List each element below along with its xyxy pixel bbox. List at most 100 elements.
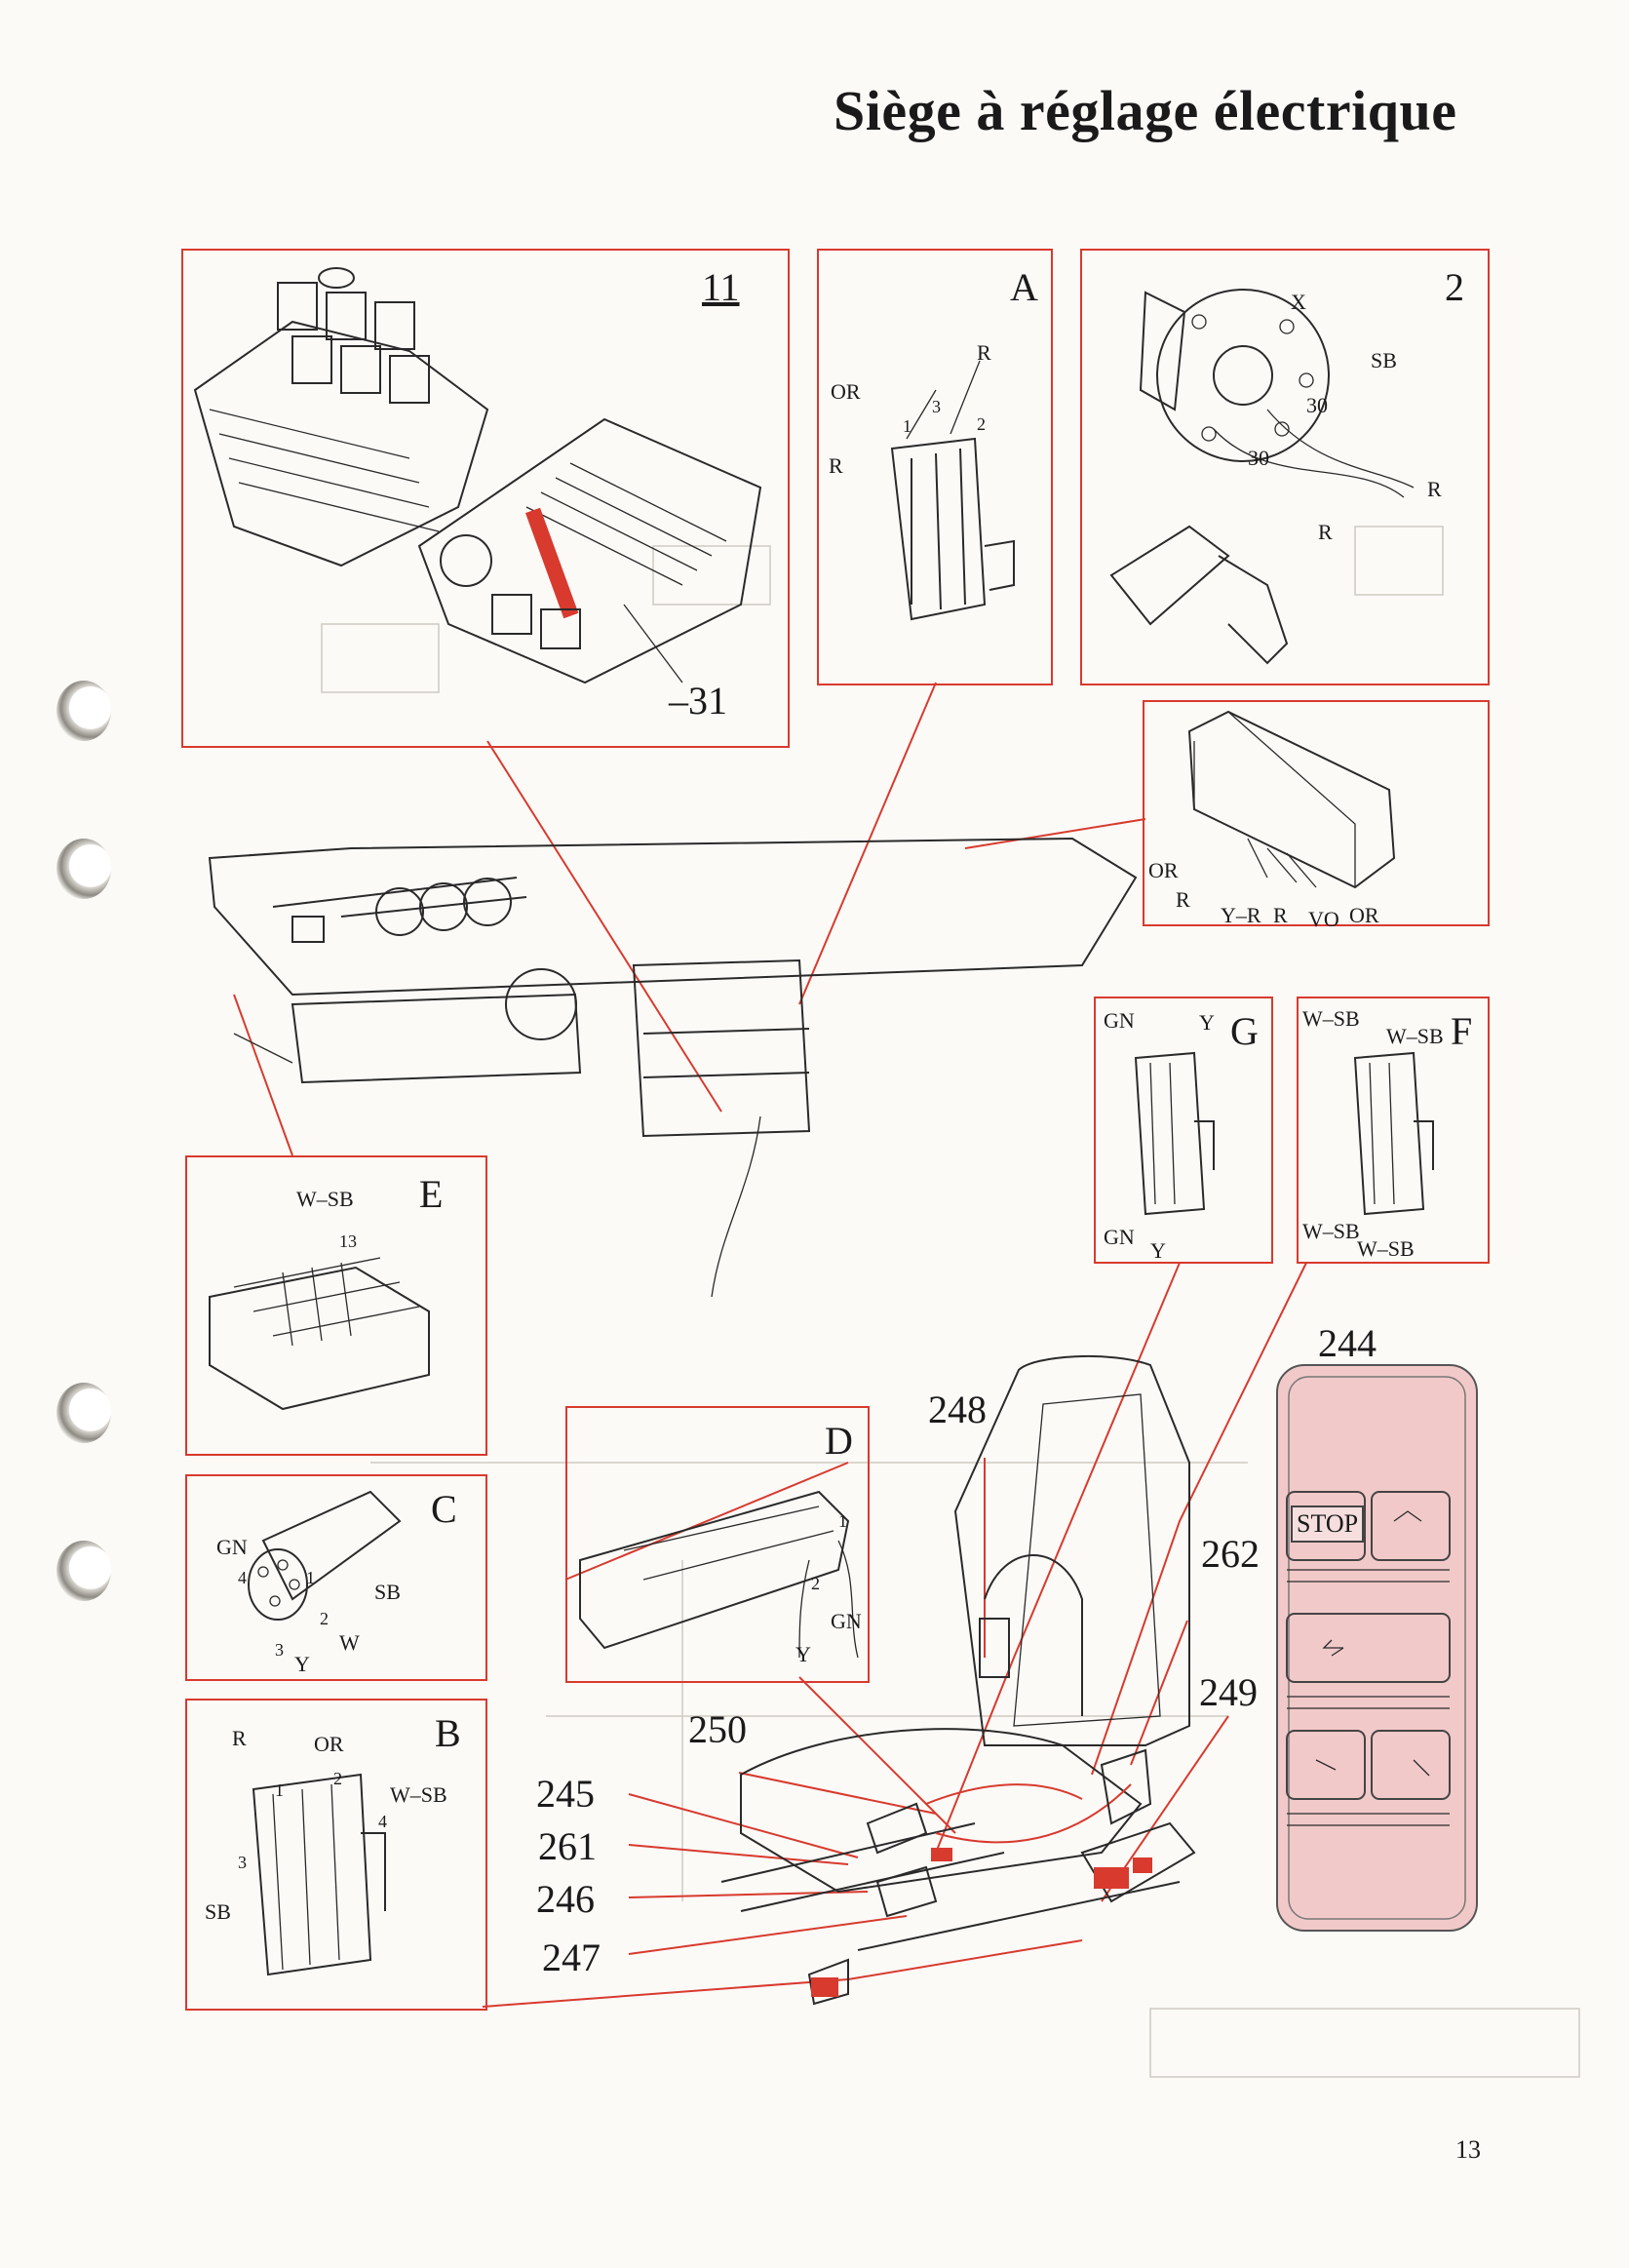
wire-label: R [1427, 477, 1442, 501]
panel-id: C [431, 1487, 457, 1531]
wire-label: SB [1371, 348, 1397, 372]
wire-label: W–SB [1357, 1236, 1415, 1261]
wire-label: R [232, 1726, 247, 1750]
panel-2: 2 X SB 30 30 R R [1080, 249, 1490, 685]
callout-244: 244 [1318, 1321, 1377, 1365]
pin-number: 3 [275, 1640, 284, 1660]
control-unit-illustration [1187, 710, 1396, 889]
panel-d: D 1 2 GN Y [565, 1406, 870, 1683]
panel-id: 11 [702, 265, 740, 309]
callout-249: 249 [1199, 1670, 1258, 1714]
connector-f-illustration [1353, 1051, 1434, 1216]
callout-31: –31 [669, 679, 727, 723]
wire-label: R [1273, 903, 1288, 927]
page-title: Siège à réglage électrique [834, 79, 1457, 142]
pin-number: 1 [903, 416, 911, 436]
wire-label: W [339, 1630, 360, 1655]
leader-lines [233, 682, 1307, 2008]
callout-250: 250 [688, 1707, 747, 1751]
callout-262: 262 [1201, 1532, 1260, 1576]
show-through [321, 526, 1580, 2078]
connector-d-illustration [579, 1490, 859, 1659]
wire-label: OR [1148, 858, 1179, 882]
wire-label: R [1318, 520, 1333, 544]
panel-id: 2 [1445, 265, 1464, 309]
callout-246: 246 [536, 1877, 595, 1921]
binder-hole [57, 839, 111, 899]
wire-label: OR [314, 1732, 344, 1756]
wire-label: GN [1104, 1008, 1135, 1033]
terminal-label: 30 [1248, 446, 1269, 470]
wire-label: OR [831, 379, 861, 404]
wire-label: Y [1199, 1010, 1215, 1035]
wire-label: Y [795, 1642, 811, 1666]
connector-c-illustration [248, 1490, 402, 1621]
panel-id: E [419, 1172, 444, 1216]
connector-a-illustration [890, 360, 1015, 621]
wire-label: Y [294, 1652, 310, 1676]
wire-label: OR [1349, 903, 1379, 927]
relay-fuse-box-illustration [193, 267, 762, 684]
pin-number: 4 [238, 1568, 247, 1587]
panel-id: D [825, 1419, 853, 1463]
wire-label: GN [216, 1535, 248, 1559]
wire-label: R [977, 340, 991, 365]
wire-label: W–SB [296, 1187, 354, 1211]
wire-label: W–SB [1302, 1219, 1360, 1243]
wire-label: Y [1150, 1238, 1166, 1263]
connector-b-illustration [252, 1773, 386, 1976]
callout-248: 248 [928, 1388, 987, 1431]
pin-number: 2 [977, 414, 986, 434]
wire-label: R [1176, 887, 1190, 912]
panel-control-unit: OR R Y–R R VO OR [1143, 700, 1490, 931]
wire-label: W–SB [390, 1782, 447, 1807]
binder-hole [57, 1383, 111, 1443]
ignition-switch-illustration [1109, 289, 1415, 665]
terminal-label: 30 [1306, 393, 1328, 417]
switch-panel-illustration [1276, 1364, 1478, 1932]
wire-label: W–SB [1386, 1024, 1444, 1048]
panel-id: G [1230, 1009, 1259, 1053]
panel-id: A [1010, 265, 1038, 309]
panel-id: F [1451, 1009, 1473, 1053]
panel-c: C GN 4 1 SB 2 W 3 Y [185, 1474, 487, 1681]
wire-label: GN [1104, 1225, 1135, 1249]
panel-a: A OR R R 1 3 2 [817, 249, 1053, 685]
wire-label: X [1291, 290, 1306, 314]
panel-f: F W–SB W–SB W–SB W–SB [1297, 997, 1490, 1264]
panel-b: B R OR 1 2 W–SB 4 3 SB [185, 1699, 487, 2011]
callout-261: 261 [538, 1824, 597, 1868]
page-number: 13 [1455, 2135, 1481, 2164]
binder-hole [57, 1541, 111, 1601]
pin-number: 1 [275, 1780, 284, 1800]
wire-label: SB [205, 1899, 231, 1924]
seat-illustration [720, 1354, 1196, 2006]
pin-number: 2 [320, 1609, 329, 1628]
wire-label: Y–R [1221, 903, 1261, 927]
panel-g: G GN Y GN Y [1094, 997, 1273, 1264]
connector-e-illustration [209, 1257, 430, 1411]
wire-label: GN [831, 1609, 862, 1633]
pin-number: 2 [811, 1574, 820, 1593]
binder-hole [57, 681, 111, 741]
pin-number: 13 [339, 1232, 357, 1251]
wire-label: W–SB [1302, 1006, 1360, 1031]
callout-247: 247 [542, 1936, 601, 1979]
pin-number: 2 [333, 1769, 342, 1788]
pin-number: 4 [378, 1812, 387, 1831]
pin-number: 1 [838, 1511, 847, 1531]
panel-e: E W–SB 13 [185, 1155, 487, 1456]
panel-11: 11 –31 [181, 249, 790, 748]
callout-245: 245 [536, 1772, 595, 1816]
wire-label: SB [374, 1580, 401, 1604]
pin-number: 1 [306, 1568, 315, 1587]
wire-label: R [829, 453, 843, 478]
wire-label: VO [1308, 907, 1339, 931]
panel-id: B [435, 1711, 461, 1755]
pin-number: 3 [932, 397, 941, 416]
connector-g-illustration [1134, 1051, 1215, 1216]
stop-button-label: STOP [1291, 1505, 1365, 1543]
pin-number: 3 [238, 1853, 247, 1872]
dashboard-illustration [208, 837, 1138, 1298]
